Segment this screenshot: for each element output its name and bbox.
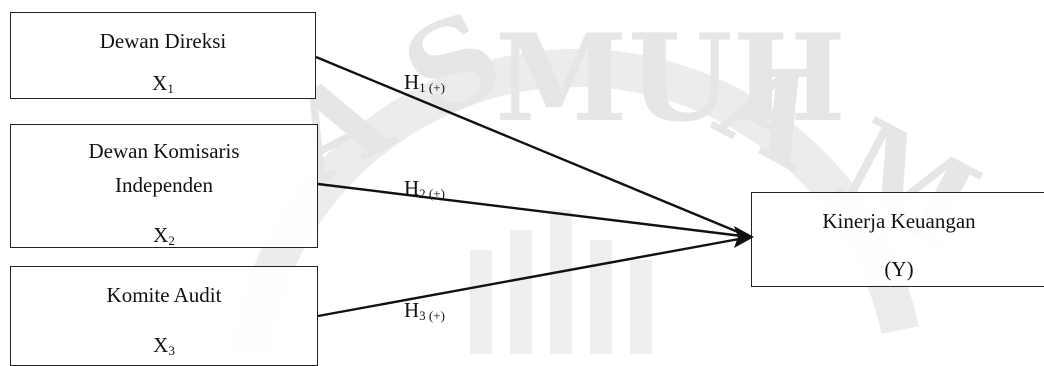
variable-symbol: X1 xyxy=(152,71,174,96)
variable-name: Dewan Direksi xyxy=(99,29,227,53)
variable-name: Kinerja Keuangan xyxy=(822,209,976,233)
variable-name-line-2: Independen xyxy=(115,173,213,197)
hypothesis-label-h1: H1 (+) xyxy=(404,70,445,95)
variable-box-kinerja-keuangan: Kinerja Keuangan (Y) xyxy=(751,192,1044,287)
variable-name-line-1: Dewan Komisaris xyxy=(88,139,240,163)
variable-symbol: X2 xyxy=(153,223,175,248)
variable-name: Komite Audit xyxy=(106,283,222,307)
hypothesis-label-h3: H3 (+) xyxy=(404,298,445,323)
variable-box-komite-audit: Komite Audit X3 xyxy=(10,266,318,366)
variable-box-dewan-direksi: Dewan Direksi X1 xyxy=(10,12,316,99)
hypothesis-label-h2: H2 (+) xyxy=(404,176,445,201)
variable-symbol: (Y) xyxy=(884,257,914,281)
variable-symbol: X3 xyxy=(153,333,175,358)
variable-box-dewan-komisaris-independen: Dewan Komisaris Independen X2 xyxy=(10,124,318,248)
